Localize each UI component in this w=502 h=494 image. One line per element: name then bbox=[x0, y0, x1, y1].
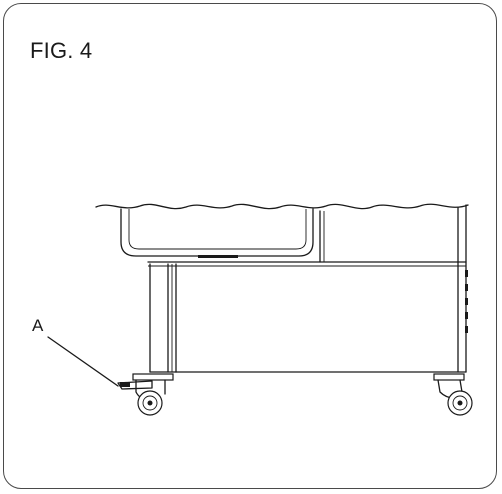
cabinet-body bbox=[147, 204, 467, 373]
break-line bbox=[95, 203, 469, 210]
figure-title: FIG. 4 bbox=[30, 38, 93, 63]
side-vents bbox=[465, 270, 468, 333]
rear-caster bbox=[433, 373, 473, 416]
front-caster bbox=[117, 373, 174, 416]
figure-frame bbox=[3, 3, 497, 489]
callout-label-a: A bbox=[32, 316, 44, 335]
front-leg bbox=[149, 263, 177, 373]
callout-leader-a bbox=[47, 336, 119, 387]
sink-basin bbox=[120, 208, 314, 258]
